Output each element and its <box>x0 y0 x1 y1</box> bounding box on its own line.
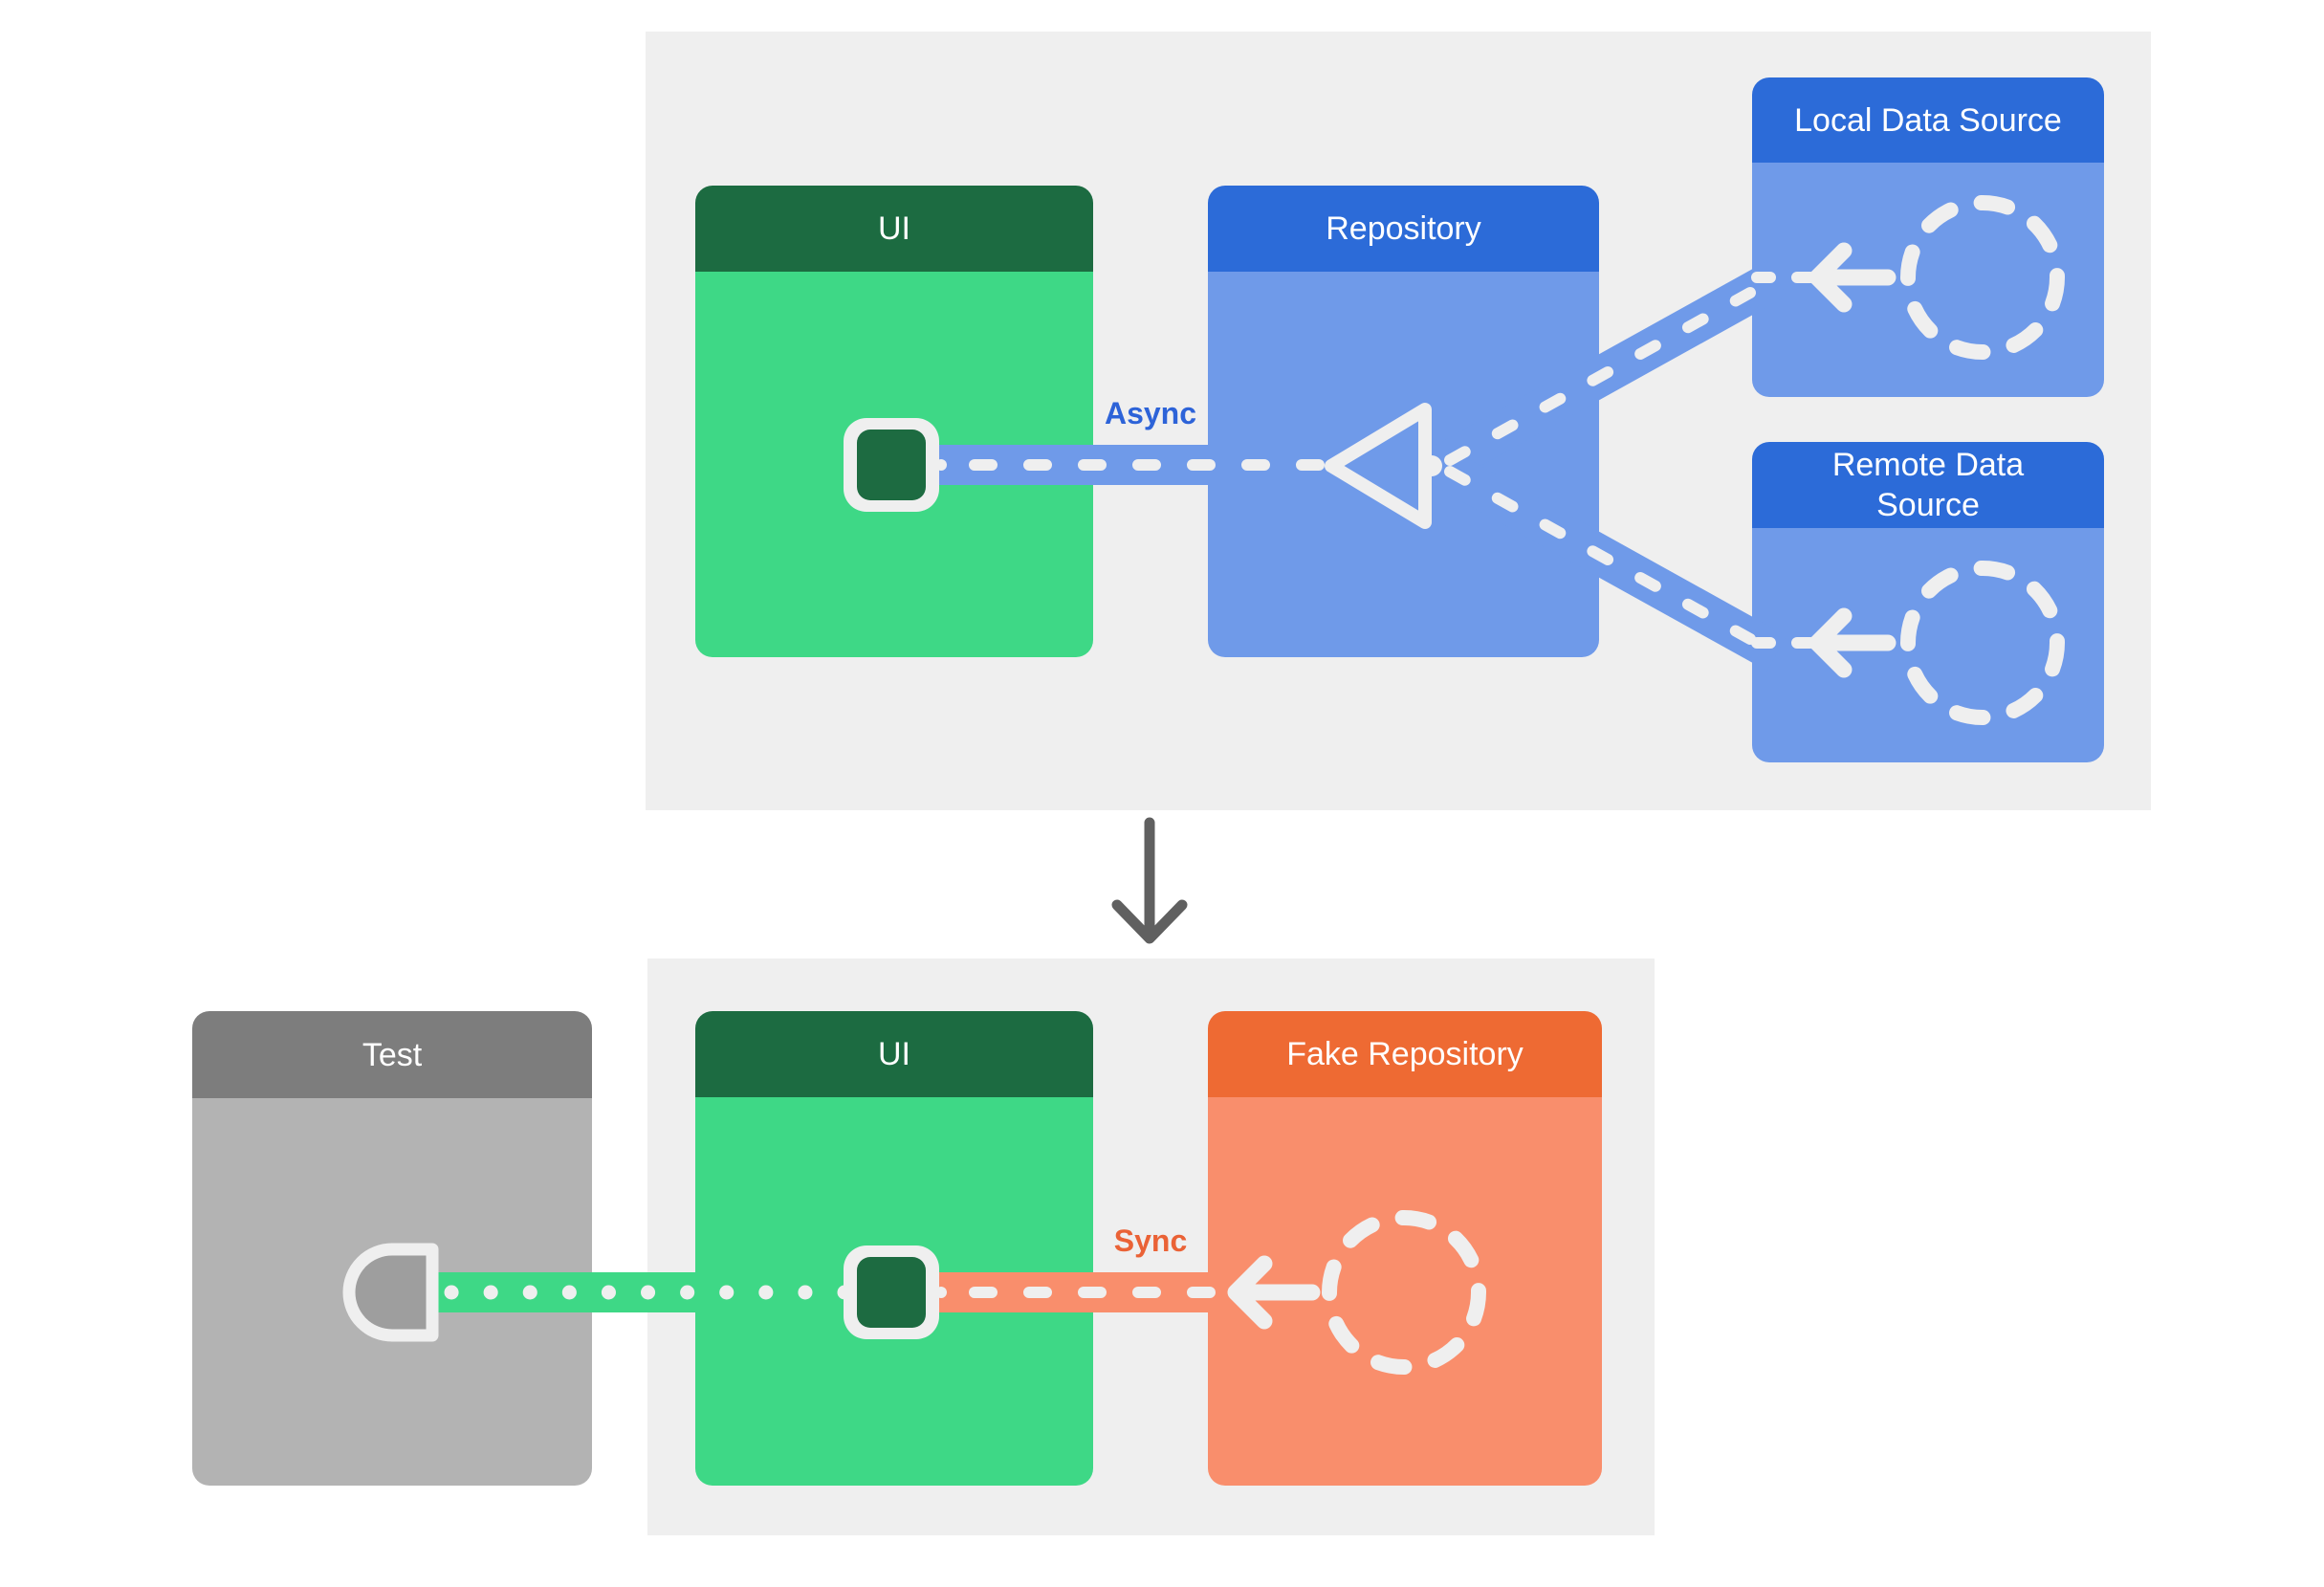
repository-box: Repository <box>1208 186 1599 657</box>
ui-box-bottom: UI <box>695 1011 1093 1486</box>
ui-box-bottom-header: UI <box>695 1011 1093 1097</box>
remote-data-source-box: Remote Data Source <box>1752 442 2104 762</box>
ui-box-top-body <box>695 272 1093 657</box>
repository-box-body <box>1208 272 1599 657</box>
ui-box-bottom-body <box>695 1097 1093 1486</box>
test-box-body <box>192 1098 592 1486</box>
remote-data-source-header: Remote Data Source <box>1752 442 2104 528</box>
local-data-source-box: Local Data Source <box>1752 77 2104 397</box>
sync-connection-label: Sync <box>1113 1223 1188 1258</box>
async-connection-label: Async <box>1104 396 1197 430</box>
ui-box-top-header: UI <box>695 186 1093 272</box>
fake-repository-header: Fake Repository <box>1208 1011 1602 1097</box>
down-arrow-icon <box>1111 817 1188 944</box>
remote-data-source-body <box>1752 528 2104 762</box>
test-box-header: Test <box>192 1011 592 1098</box>
local-data-source-header: Local Data Source <box>1752 77 2104 163</box>
repository-box-header: Repository <box>1208 186 1599 272</box>
ui-box-top: UI <box>695 186 1093 657</box>
local-data-source-body <box>1752 163 2104 397</box>
fake-repository-box: Fake Repository <box>1208 1011 1602 1486</box>
fake-repository-body <box>1208 1097 1602 1486</box>
test-box: Test <box>192 1011 592 1486</box>
